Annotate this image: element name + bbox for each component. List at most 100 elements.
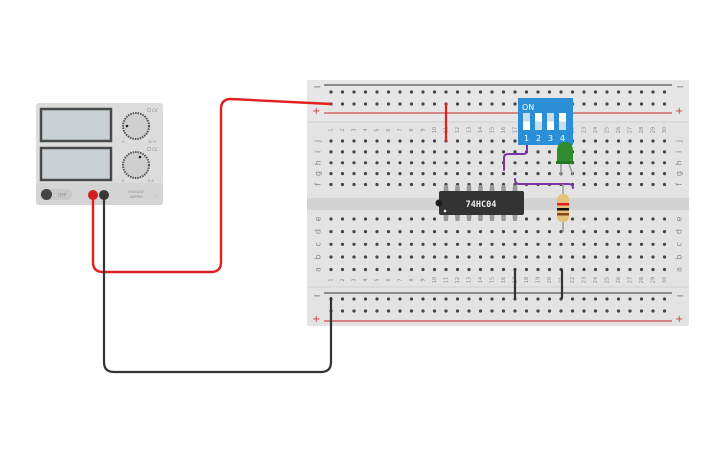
rail-hole[interactable] xyxy=(570,309,575,313)
hole[interactable] xyxy=(593,267,598,272)
hole[interactable] xyxy=(329,161,333,165)
hole[interactable] xyxy=(398,150,402,154)
hole[interactable] xyxy=(582,242,586,246)
hole[interactable] xyxy=(628,150,632,154)
hole[interactable] xyxy=(570,217,575,221)
rail-hole[interactable] xyxy=(363,90,368,94)
hole[interactable] xyxy=(582,150,586,154)
hole[interactable] xyxy=(628,230,632,234)
hole[interactable] xyxy=(352,255,356,259)
rail-hole[interactable] xyxy=(501,309,506,313)
rail-hole[interactable] xyxy=(501,297,506,301)
hole[interactable] xyxy=(329,242,333,246)
hole[interactable] xyxy=(628,217,632,221)
hole[interactable] xyxy=(329,267,333,272)
rail-hole[interactable] xyxy=(501,102,506,106)
hole[interactable] xyxy=(467,242,471,246)
rail-hole[interactable] xyxy=(651,309,655,313)
hole[interactable] xyxy=(639,161,644,165)
hole[interactable] xyxy=(421,267,425,272)
rail-hole[interactable] xyxy=(593,90,598,94)
rail-hole[interactable] xyxy=(582,297,586,301)
rail-hole[interactable] xyxy=(409,309,414,313)
hole[interactable] xyxy=(352,242,356,246)
hole[interactable] xyxy=(352,217,356,221)
hole[interactable] xyxy=(547,150,552,154)
rail-hole[interactable] xyxy=(467,90,471,94)
hole[interactable] xyxy=(513,230,517,234)
hole[interactable] xyxy=(375,230,379,234)
hole[interactable] xyxy=(559,242,563,246)
hole[interactable] xyxy=(478,172,483,176)
rail-hole[interactable] xyxy=(444,309,448,313)
ic-74hc04[interactable]: 74HC04 xyxy=(435,185,525,221)
hole[interactable] xyxy=(582,139,586,143)
hole[interactable] xyxy=(340,255,345,259)
negative-terminal[interactable] xyxy=(99,190,109,200)
hole[interactable] xyxy=(329,217,333,221)
hole[interactable] xyxy=(421,217,425,221)
hole[interactable] xyxy=(444,172,448,176)
hole[interactable] xyxy=(467,230,471,234)
hole[interactable] xyxy=(651,161,655,165)
rail-hole[interactable] xyxy=(444,90,448,94)
rail-hole[interactable] xyxy=(628,90,632,94)
hole[interactable] xyxy=(455,150,460,154)
hole[interactable] xyxy=(386,242,391,246)
hole[interactable] xyxy=(593,139,598,143)
hole[interactable] xyxy=(409,150,414,154)
hole[interactable] xyxy=(662,150,667,154)
hole[interactable] xyxy=(593,242,598,246)
rail-hole[interactable] xyxy=(467,102,471,106)
rail-hole[interactable] xyxy=(432,309,437,313)
hole[interactable] xyxy=(547,161,552,165)
hole[interactable] xyxy=(639,139,644,143)
hole[interactable] xyxy=(363,161,368,165)
hole[interactable] xyxy=(455,267,460,272)
hole[interactable] xyxy=(513,172,517,176)
hole[interactable] xyxy=(501,242,506,246)
rail-hole[interactable] xyxy=(421,297,425,301)
hole[interactable] xyxy=(444,267,448,272)
hole[interactable] xyxy=(662,230,667,234)
rail-hole[interactable] xyxy=(639,102,644,106)
hole[interactable] xyxy=(524,230,529,234)
hole[interactable] xyxy=(559,230,563,234)
rail-hole[interactable] xyxy=(340,90,345,94)
hole[interactable] xyxy=(628,267,632,272)
rail-hole[interactable] xyxy=(490,102,494,106)
hole[interactable] xyxy=(455,255,460,259)
hole[interactable] xyxy=(501,230,506,234)
hole[interactable] xyxy=(455,230,460,234)
hole[interactable] xyxy=(616,182,621,187)
rail-hole[interactable] xyxy=(478,309,483,313)
wire-purple-jumper[interactable] xyxy=(514,178,574,189)
rail-hole[interactable] xyxy=(432,90,437,94)
hole[interactable] xyxy=(467,255,471,259)
hole[interactable] xyxy=(570,230,575,234)
hole[interactable] xyxy=(432,172,437,176)
rail-hole[interactable] xyxy=(329,90,333,94)
hole[interactable] xyxy=(662,217,667,221)
hole[interactable] xyxy=(582,217,586,221)
hole[interactable] xyxy=(340,267,345,272)
rail-hole[interactable] xyxy=(352,297,356,301)
rail-hole[interactable] xyxy=(398,90,402,94)
hole[interactable] xyxy=(639,150,644,154)
rail-hole[interactable] xyxy=(593,309,598,313)
hole[interactable] xyxy=(432,161,437,165)
hole[interactable] xyxy=(662,255,667,259)
hole[interactable] xyxy=(524,172,529,176)
hole[interactable] xyxy=(386,217,391,221)
hole[interactable] xyxy=(524,217,529,221)
hole[interactable] xyxy=(593,217,598,221)
hole[interactable] xyxy=(513,255,517,259)
rail-hole[interactable] xyxy=(340,297,345,301)
hole[interactable] xyxy=(386,161,391,165)
rail-hole[interactable] xyxy=(386,102,391,106)
hole[interactable] xyxy=(651,182,655,187)
hole[interactable] xyxy=(421,172,425,176)
hole[interactable] xyxy=(524,161,529,165)
rail-hole[interactable] xyxy=(593,102,598,106)
rail-hole[interactable] xyxy=(409,90,414,94)
